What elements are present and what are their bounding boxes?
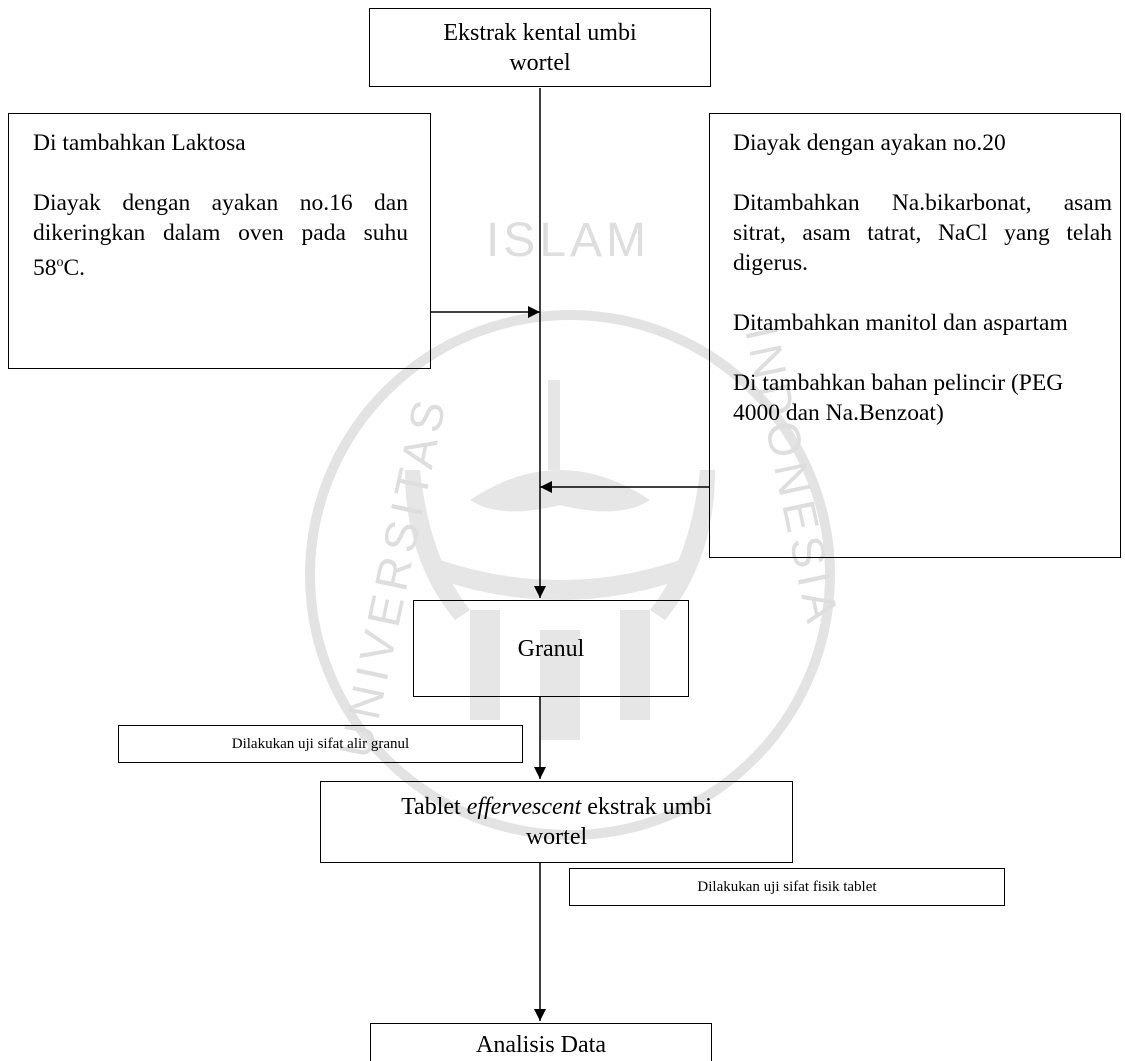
tablet-label-suffix: ekstrak umbi wortel [525, 794, 712, 850]
tablet-label: Tablet effervescent ekstrak umbi wortel [381, 792, 732, 852]
granul-test-label: Dilakukan uji sifat alir granul [231, 736, 410, 752]
tablet-test-label: Dilakukan uji sifat fisik tablet [697, 879, 877, 895]
granul-test-box: Dilakukan uji sifat alir granul [118, 725, 523, 763]
watermark-text-top: ISLAM [486, 214, 650, 267]
right-step-3: Ditambahkan manitol dan aspartam [733, 310, 1068, 336]
right-step-2: Ditambahkan Na.bikarbonat, asam sitrat, … [733, 190, 1112, 276]
analysis-label: Analisis Data [476, 1032, 606, 1058]
granul-label: Granul [517, 635, 585, 662]
tablet-label-prefix: Tablet [401, 794, 467, 820]
start-box-label: Ekstrak kental umbi wortel [443, 19, 637, 76]
left-step-2-text: Diayak dengan ayakan no.16 dan dikeringk… [33, 190, 408, 281]
tablet-label-italic: effervescent [466, 794, 582, 820]
start-box: Ekstrak kental umbi wortel [369, 8, 711, 87]
tablet-box: Tablet effervescent ekstrak umbi wortel [320, 781, 793, 863]
left-step-1: Di tambahkan Laktosa [33, 130, 246, 156]
left-step-2: Diayak dengan ayakan no.16 dan dikeringk… [33, 188, 408, 283]
right-step-4: Di tambahkan bahan pelincir (PEG 4000 da… [733, 370, 1064, 426]
analysis-box: Analisis Data [370, 1023, 712, 1061]
granul-box: Granul [413, 600, 689, 697]
left-step-2-unit: C. [63, 254, 86, 281]
degree-sup: o [56, 255, 64, 270]
tablet-test-box: Dilakukan uji sifat fisik tablet [569, 868, 1005, 906]
left-process-box: Di tambahkan Laktosa Diayak dengan ayaka… [8, 113, 431, 369]
right-process-box: Diayak dengan ayakan no.20 Ditambahkan N… [709, 113, 1121, 558]
right-step-1: Diayak dengan ayakan no.20 [733, 130, 1006, 156]
